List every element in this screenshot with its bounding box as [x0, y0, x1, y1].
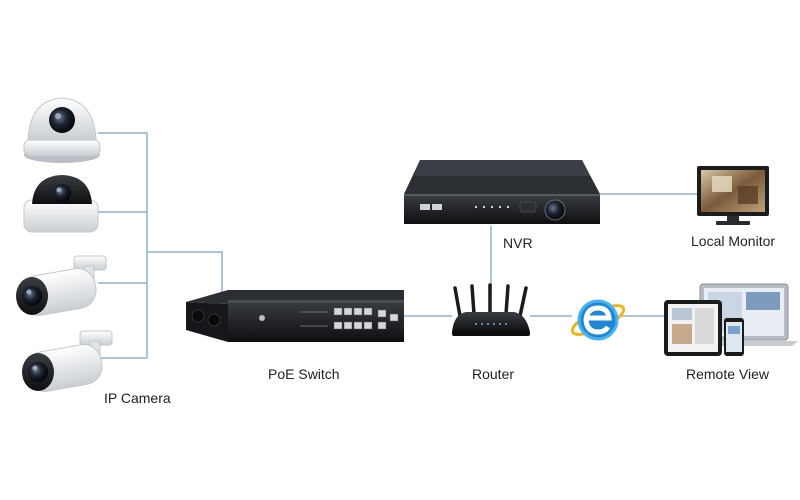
bullet-camera-icon	[22, 330, 113, 392]
poe-switch-icon	[186, 290, 404, 342]
bus-to-switch-line	[147, 251, 223, 292]
nvr-icon	[404, 160, 600, 224]
dome-camera-icon	[23, 97, 101, 163]
router-label: Router	[472, 366, 515, 382]
tablet-icon	[664, 300, 722, 356]
nvr-label: NVR	[503, 235, 533, 251]
bullet-camera-icon	[16, 255, 107, 316]
monitor-icon	[697, 166, 769, 225]
dome-camera-icon	[23, 175, 99, 233]
poe-switch-label: PoE Switch	[268, 366, 340, 382]
switch-ports	[333, 307, 399, 330]
remote-view-label: Remote View	[686, 366, 770, 382]
browser-icon	[570, 299, 626, 341]
phone-icon	[724, 318, 744, 356]
connector-lines	[98, 132, 697, 359]
camera-bus-line	[98, 132, 148, 358]
ip-camera-label: IP Camera	[104, 390, 171, 406]
local-monitor-label: Local Monitor	[691, 233, 776, 249]
router-icon	[452, 283, 530, 336]
